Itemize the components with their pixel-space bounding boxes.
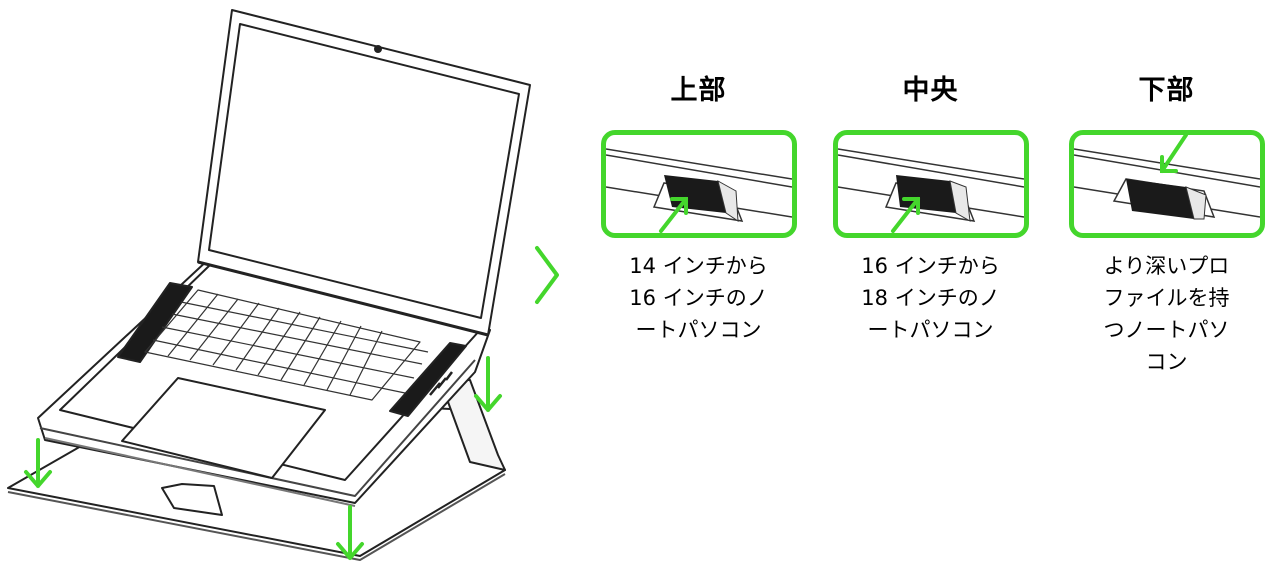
setting-description: 14 インチから 16 インチのノ ートパソコン [629, 254, 768, 342]
down-arrow [1159, 135, 1188, 173]
up-arrow [658, 197, 688, 233]
tab-dark [663, 175, 726, 213]
tab-dark [895, 175, 956, 213]
up-arrow [890, 197, 920, 233]
chevron-right-icon [535, 246, 559, 304]
setting-description: 16 インチから 18 インチのノ ートパソコン [861, 254, 1000, 342]
setting-detail-frame [1068, 130, 1265, 238]
stand-tab [161, 483, 223, 516]
speaker-right [389, 342, 467, 417]
speaker-left [117, 282, 193, 363]
setting-middle: 中央 16 インチから 18 インチのノ ートパソコン [823, 70, 1038, 346]
laptop-stand-illustration [7, 9, 559, 561]
laptop-screen [208, 23, 520, 319]
down-arrow-right [474, 356, 502, 412]
setting-description: より深いプロ ファイルを持 つノートパソ コン [1103, 254, 1230, 374]
setting-top: 上部 14 インチから 16 インチのノ ートパソコン [591, 70, 806, 346]
setting-title: 下部 [1138, 75, 1195, 106]
trackpad [121, 377, 326, 479]
webcam [374, 45, 382, 53]
setting-title: 中央 [902, 75, 959, 106]
tab-closeup-middle [837, 148, 1024, 233]
tab-dark [1125, 179, 1194, 219]
setting-bottom: 下部 より深いプロ ファイルを持 つノートパソ コン [1059, 70, 1267, 378]
down-arrow-bottom [336, 505, 364, 560]
tab-closeup-bottom [1073, 135, 1260, 220]
setting-detail-frame [832, 130, 1029, 238]
tab-closeup-top [605, 148, 792, 233]
down-arrow-left [24, 438, 52, 488]
setting-title: 上部 [670, 75, 727, 106]
setting-detail-frame [600, 130, 797, 238]
